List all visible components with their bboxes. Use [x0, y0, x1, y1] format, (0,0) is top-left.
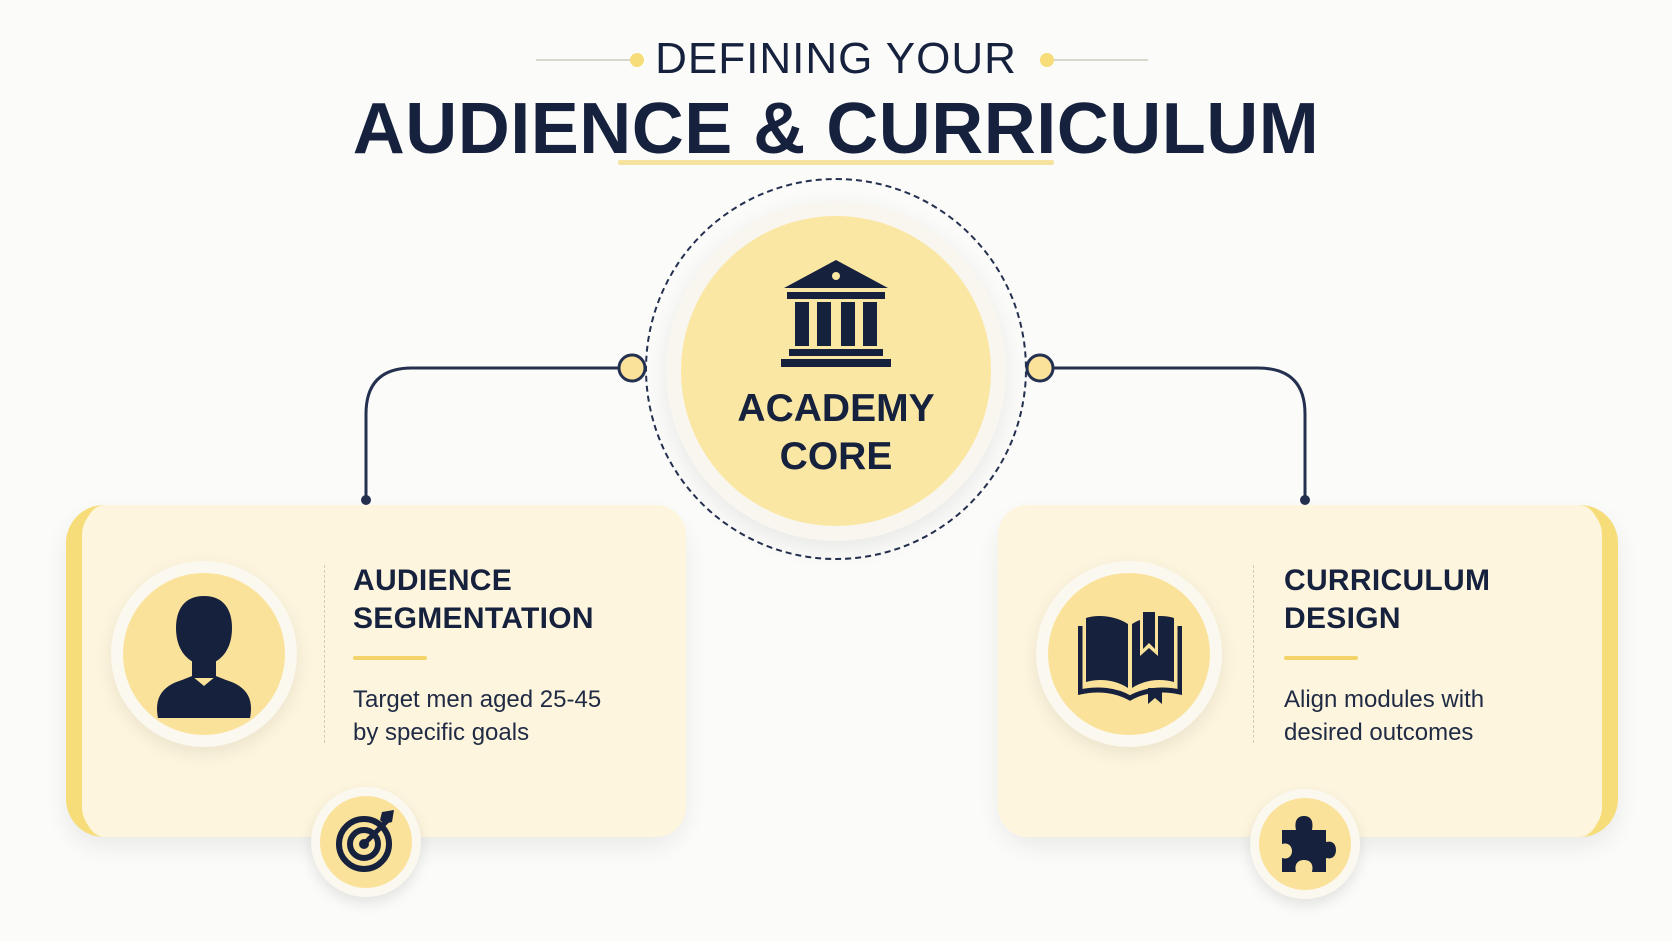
left-divider	[324, 565, 325, 743]
curriculum-rule	[1284, 656, 1358, 660]
core-label-line1: ACADEMY	[737, 387, 935, 430]
title-underline	[618, 160, 1054, 165]
target-icon	[336, 810, 394, 872]
curriculum-title-line1: CURRICULUM	[1284, 564, 1491, 597]
institution-icon	[781, 260, 891, 367]
right-node	[1025, 353, 1055, 383]
audience-title-line2: SEGMENTATION	[353, 602, 594, 635]
curriculum-title: CURRICULUM DESIGN	[1284, 562, 1490, 638]
puzzle-icon	[1282, 816, 1336, 872]
kicker-right-dot	[1040, 53, 1054, 67]
curriculum-text-line1: Align modules with	[1284, 686, 1485, 713]
audience-rule	[353, 656, 427, 660]
right-connector	[1040, 366, 1307, 500]
left-node	[617, 353, 647, 383]
kicker-left-line	[536, 59, 636, 61]
kicker-left-dot	[630, 53, 644, 67]
curriculum-title-line2: DESIGN	[1284, 602, 1401, 635]
right-divider	[1253, 565, 1254, 743]
curriculum-text-line2: desired outcomes	[1284, 719, 1474, 746]
kicker-right-line	[1054, 59, 1148, 61]
title-block: DEFINING YOUR AUDIENCE & CURRICULUM	[0, 0, 1672, 180]
curriculum-text: Align modules with desired outcomes	[1284, 683, 1484, 749]
audience-text: Target men aged 25-45 by specific goals	[353, 683, 601, 749]
book-avatar	[1048, 573, 1210, 735]
open-book-icon	[1078, 612, 1182, 704]
core-label-line2: CORE	[779, 435, 893, 478]
audience-title: AUDIENCE SEGMENTATION	[353, 562, 594, 638]
audience-text-line1: Target men aged 25-45	[353, 686, 602, 713]
audience-title-line1: AUDIENCE	[353, 564, 513, 597]
audience-text-line2: by specific goals	[353, 719, 530, 746]
core-label: ACADEMY CORE	[681, 385, 991, 481]
left-connector	[364, 366, 632, 500]
right-connector-end	[1300, 495, 1310, 505]
page-title: AUDIENCE & CURRICULUM	[352, 89, 1320, 169]
person-icon	[157, 596, 251, 718]
left-connector-end	[361, 495, 371, 505]
kicker-text: DEFINING YOUR	[655, 34, 1017, 83]
